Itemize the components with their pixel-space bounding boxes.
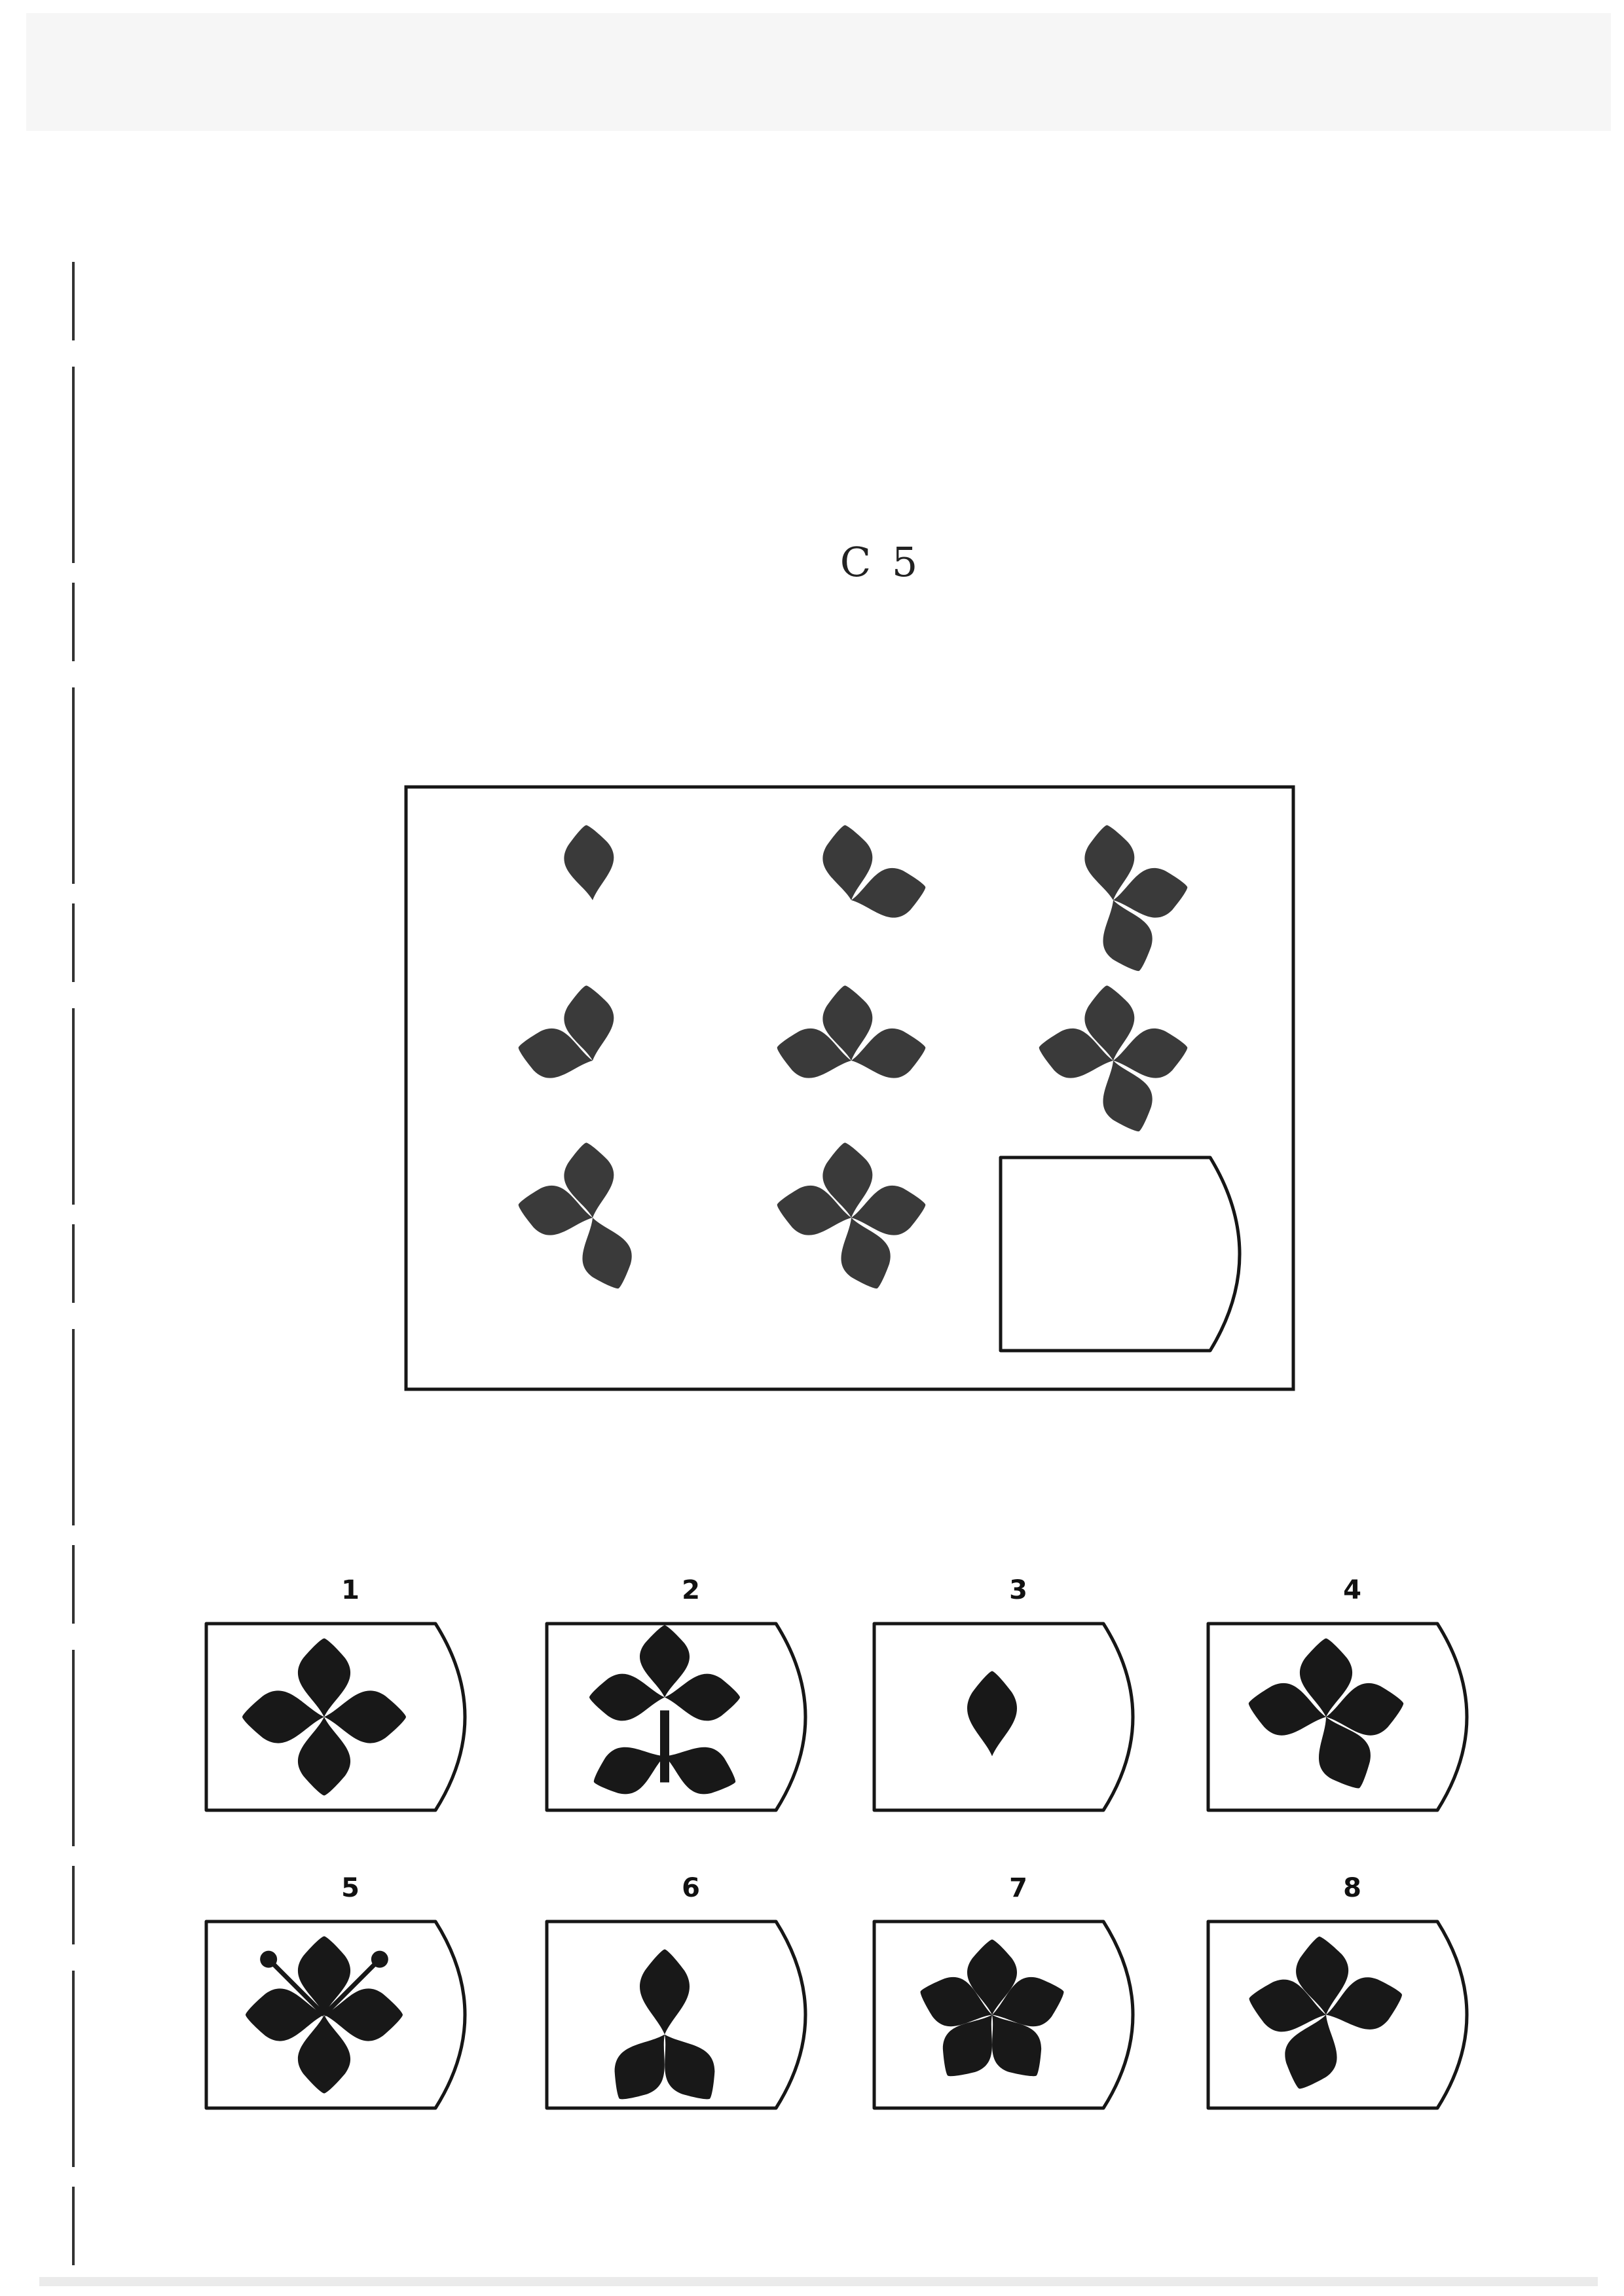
answer-option-8[interactable]: 8 <box>1206 1873 1469 2110</box>
leaf-n <box>564 985 614 1061</box>
leaf <box>640 1625 690 1698</box>
option-number: 8 <box>1343 1873 1361 1903</box>
leaf-e <box>851 1185 926 1235</box>
answer-option-7[interactable]: 7 <box>872 1873 1135 2110</box>
scan-shadow-top <box>26 13 1611 131</box>
leaf-w <box>777 1185 851 1235</box>
stamen-dot <box>260 1950 278 1968</box>
leaf-w <box>1039 1028 1113 1078</box>
matrix-cell-r1-c1 <box>564 825 614 900</box>
leaf-n <box>1084 825 1135 900</box>
leaf <box>992 2014 1042 2077</box>
option-number: 3 <box>1009 1575 1027 1605</box>
leaf <box>1248 1683 1326 1736</box>
matrix-cell-r2-c2 <box>777 985 926 1078</box>
matrix-cells <box>518 825 1242 1353</box>
four-leaf-tilted-icon <box>1249 1936 1402 2089</box>
leaf-w <box>777 1028 851 1078</box>
leaf <box>1319 1717 1371 1789</box>
leaf-n <box>564 825 614 900</box>
option-number: 5 <box>341 1873 360 1903</box>
missing-answer-slot[interactable] <box>999 1156 1242 1353</box>
leaf <box>942 2014 992 2077</box>
stamen-dot <box>371 1950 388 1968</box>
leaf-w <box>518 1185 593 1235</box>
leaf <box>967 1671 1017 1757</box>
stamen-line <box>322 1958 382 2016</box>
leaf <box>1326 1977 1402 2030</box>
leaf <box>324 1690 406 1743</box>
leaf <box>1249 1979 1326 2032</box>
leaf-n <box>564 1142 614 1218</box>
leaf <box>1285 2014 1337 2089</box>
single-leaf-icon <box>967 1671 1017 1757</box>
leaf-s <box>1103 900 1153 972</box>
leaf <box>1296 1936 1349 2015</box>
leaf-e <box>851 1028 926 1078</box>
leaf <box>665 1673 740 1721</box>
scan-edge-bottom <box>39 2277 1598 2286</box>
matrix-cell-r3-c2 <box>777 1142 926 1289</box>
leaf <box>665 1747 736 1795</box>
leaf-stem <box>660 1710 669 1783</box>
answer-option-2[interactable]: 2 <box>545 1575 807 1812</box>
leaf <box>920 1977 992 2027</box>
stamen-line <box>267 1958 326 2016</box>
leaf <box>593 1747 665 1795</box>
leaf-n <box>822 985 873 1061</box>
leaf-w <box>518 1028 593 1078</box>
matrix-cell-r1-c3 <box>1084 825 1188 972</box>
leaf <box>246 1988 324 2041</box>
leaf <box>1299 1638 1353 1717</box>
four-leaf-cross-with-stamens-icon <box>246 1936 403 2094</box>
matrix-frame <box>404 785 1295 1391</box>
leaf <box>967 1939 1017 2015</box>
leaf <box>297 2014 351 2094</box>
leaf-e <box>1113 1028 1188 1078</box>
leaf <box>640 1949 690 2035</box>
leaf <box>242 1690 324 1743</box>
three-leaf-icon <box>614 1949 715 2100</box>
leaf <box>1326 1683 1404 1736</box>
problem-matrix <box>404 785 1295 1391</box>
matrix-cell-r2-c1 <box>518 985 614 1078</box>
answer-option-1[interactable]: 1 <box>204 1575 467 1812</box>
matrix-cell-r3-c1 <box>518 1142 632 1289</box>
option-number: 1 <box>341 1575 360 1605</box>
leaf-n <box>822 1142 873 1218</box>
leaf <box>297 1717 351 1796</box>
answer-option-3[interactable]: 3 <box>872 1575 1135 1812</box>
answer-option-4[interactable]: 4 <box>1206 1575 1469 1812</box>
option-number: 2 <box>682 1575 700 1605</box>
leaf-n <box>822 825 873 900</box>
leaf <box>992 1977 1064 2027</box>
answer-option-5[interactable]: 5 <box>204 1873 467 2110</box>
five-leaf-stem-icon <box>589 1625 740 1795</box>
leaf <box>589 1673 665 1721</box>
matrix-cell-r2-c3 <box>1039 985 1188 1132</box>
leaf-n <box>1084 985 1135 1061</box>
matrix-cell-r1-c2 <box>822 825 926 918</box>
leaf-s <box>1103 1061 1153 1132</box>
leaf <box>297 1936 351 2015</box>
leaf <box>324 1988 403 2041</box>
leaf-e <box>1113 867 1188 918</box>
option-number: 4 <box>1343 1575 1361 1605</box>
four-leaf-offset-icon <box>1248 1638 1404 1789</box>
leaf <box>614 2034 665 2100</box>
page-title: C 5 <box>840 538 922 586</box>
answer-option-6[interactable]: 6 <box>545 1873 807 2113</box>
option-number: 7 <box>1009 1873 1027 1903</box>
leaf-s <box>582 1218 632 1289</box>
five-leaf-star-icon <box>920 1939 1064 2077</box>
answer-options: 1 2 3 4 5 6 7 8 <box>204 1575 1469 2113</box>
four-leaf-cross-icon <box>242 1638 406 1796</box>
leaf <box>297 1638 351 1717</box>
option-number: 6 <box>682 1873 700 1903</box>
leaf-e <box>851 867 926 918</box>
leaf <box>665 2034 715 2100</box>
matrix-cell-r3-c3 <box>999 1156 1242 1353</box>
leaf-s <box>841 1218 891 1289</box>
